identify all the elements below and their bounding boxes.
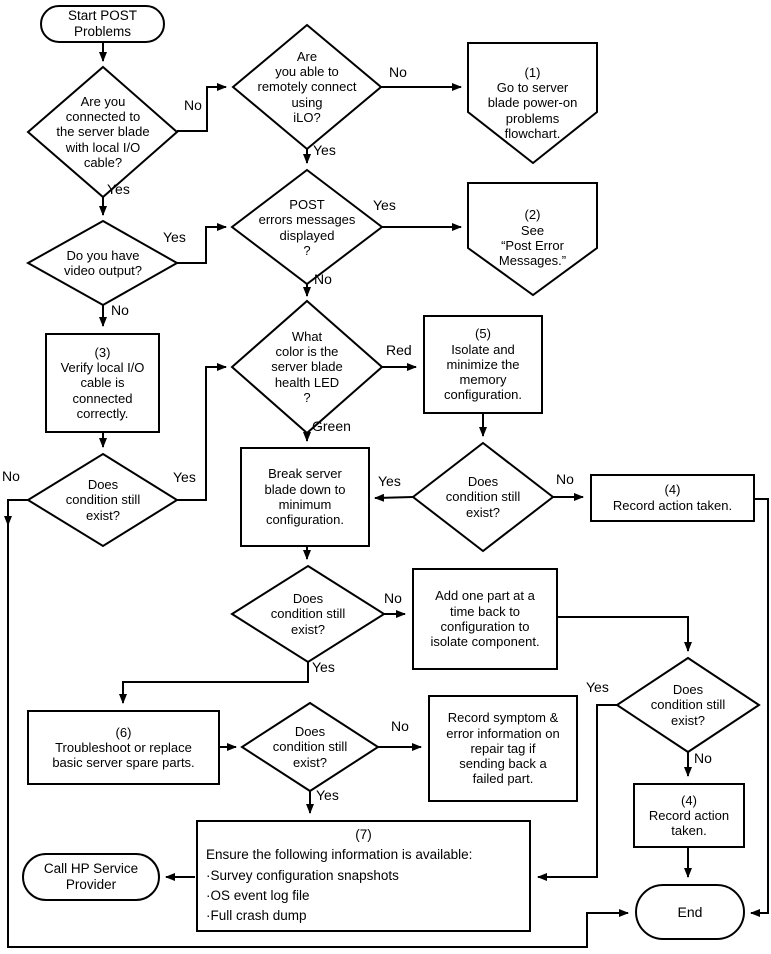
edge-exist-left-yes bbox=[177, 363, 227, 501]
offpage-2-shape bbox=[467, 182, 598, 297]
decision-post-errors: POST errors messages displayed ? bbox=[258, 196, 356, 258]
edge-label-exist5-yes: Yes bbox=[378, 473, 401, 489]
edge-label-existright-yes: Yes bbox=[586, 679, 609, 695]
edge-exist-right-yes bbox=[537, 704, 617, 881]
edge-label-video-yes: Yes bbox=[163, 229, 186, 245]
process-7-line-oslog: ·OS event log file bbox=[206, 887, 310, 903]
connectors bbox=[4, 43, 769, 948]
decision-condition-right: Does condition still exist? bbox=[650, 682, 726, 728]
decision-health-led-color: What color is the server blade health LE… bbox=[271, 328, 343, 405]
edge-exist5-yes bbox=[374, 493, 414, 502]
edge-label-post-no: No bbox=[314, 271, 332, 287]
edge-label-exist6-yes: Yes bbox=[316, 787, 339, 803]
process-7-line-survey: ·Survey configuration snapshots bbox=[206, 867, 399, 883]
edge-label-existright-no: No bbox=[694, 750, 712, 766]
process-record-symptom: Record symptom & error information on re… bbox=[428, 695, 578, 802]
diamond-exist-after5-shape bbox=[411, 441, 555, 553]
edge-label-existleft-yes: Yes bbox=[173, 469, 196, 485]
edge-label-connected-no: No bbox=[184, 97, 202, 113]
edge-label-ilo-yes: Yes bbox=[313, 142, 336, 158]
edge-connected-no bbox=[177, 83, 227, 132]
process-4-record-action-top: (4) Record action taken. bbox=[590, 474, 755, 522]
terminator-end: End bbox=[635, 884, 745, 940]
edge-label-existleft-no: No bbox=[2, 468, 20, 484]
edge-label-led-red: Red bbox=[386, 342, 412, 358]
process-6-troubleshoot-spares: (6) Troubleshoot or replace basic server… bbox=[27, 710, 220, 785]
edge-label-connected-yes: Yes bbox=[107, 181, 130, 197]
process-4-record-action-bottom: (4) Record action taken. bbox=[633, 783, 745, 848]
offpage-1-power-on-flowchart: (1) Go to server blade power-on problems… bbox=[487, 64, 578, 141]
offpage-2-post-error-messages: (2) See “Post Error Messages.” bbox=[498, 207, 567, 269]
start-terminator: Start POST Problems bbox=[40, 5, 165, 43]
terminator-call-hp: Call HP Service Provider bbox=[22, 853, 160, 901]
process-7-number: (7) bbox=[355, 827, 372, 842]
process-break-down-minimum: Break server blade down to minimum confi… bbox=[240, 447, 370, 547]
edge-exist-mid-yes bbox=[119, 662, 309, 704]
decision-shapes bbox=[25, 23, 761, 793]
edge-exist-left-no-1 bbox=[4, 499, 28, 526]
decision-connected-local-io: Are you connected to the server blade wi… bbox=[56, 93, 150, 170]
process-3-verify-cable: (3) Verify local I/O cable is connected … bbox=[45, 333, 160, 433]
decision-condition-after-6: Does condition still exist? bbox=[272, 724, 348, 770]
process-7-line-crashdump: ·Full crash dump bbox=[206, 908, 307, 923]
edge-add-to-exist-right bbox=[557, 616, 692, 652]
decision-condition-after-5: Does condition still exist? bbox=[445, 474, 521, 520]
decision-condition-mid: Does condition still exist? bbox=[270, 591, 346, 637]
decision-video-output: Do you have video output? bbox=[63, 247, 143, 278]
edge-video-yes bbox=[177, 223, 227, 264]
edge-label-post-yes: Yes bbox=[373, 197, 396, 213]
edge-label-existmid-no: No bbox=[384, 590, 402, 606]
offpage-1-shape bbox=[467, 42, 598, 165]
edge-r4top-to-end bbox=[750, 498, 769, 917]
decision-condition-left: Does condition still exist? bbox=[65, 477, 141, 523]
edge-label-exist6-no: No bbox=[391, 718, 409, 734]
edge-label-ilo-no: No bbox=[389, 64, 407, 80]
edge-label-exist5-no: No bbox=[556, 471, 574, 487]
edge-label-existmid-yes: Yes bbox=[312, 659, 335, 675]
process-5-isolate-memory: (5) Isolate and minimize the memory conf… bbox=[423, 315, 543, 414]
edge-label-video-no: No bbox=[111, 302, 129, 318]
process-7-ensure-information: (7) Ensure the following information is … bbox=[196, 820, 531, 932]
edge-exist-left-no-2 bbox=[7, 522, 629, 948]
process-7-line-intro: Ensure the following information is avai… bbox=[206, 847, 473, 863]
diamond-exist-left-shape bbox=[26, 452, 179, 548]
edge-label-led-green: Green bbox=[312, 418, 351, 434]
process-add-one-part: Add one part at a time back to configura… bbox=[412, 568, 558, 670]
decision-remote-ilo: Are you able to remotely connect using i… bbox=[257, 48, 357, 125]
